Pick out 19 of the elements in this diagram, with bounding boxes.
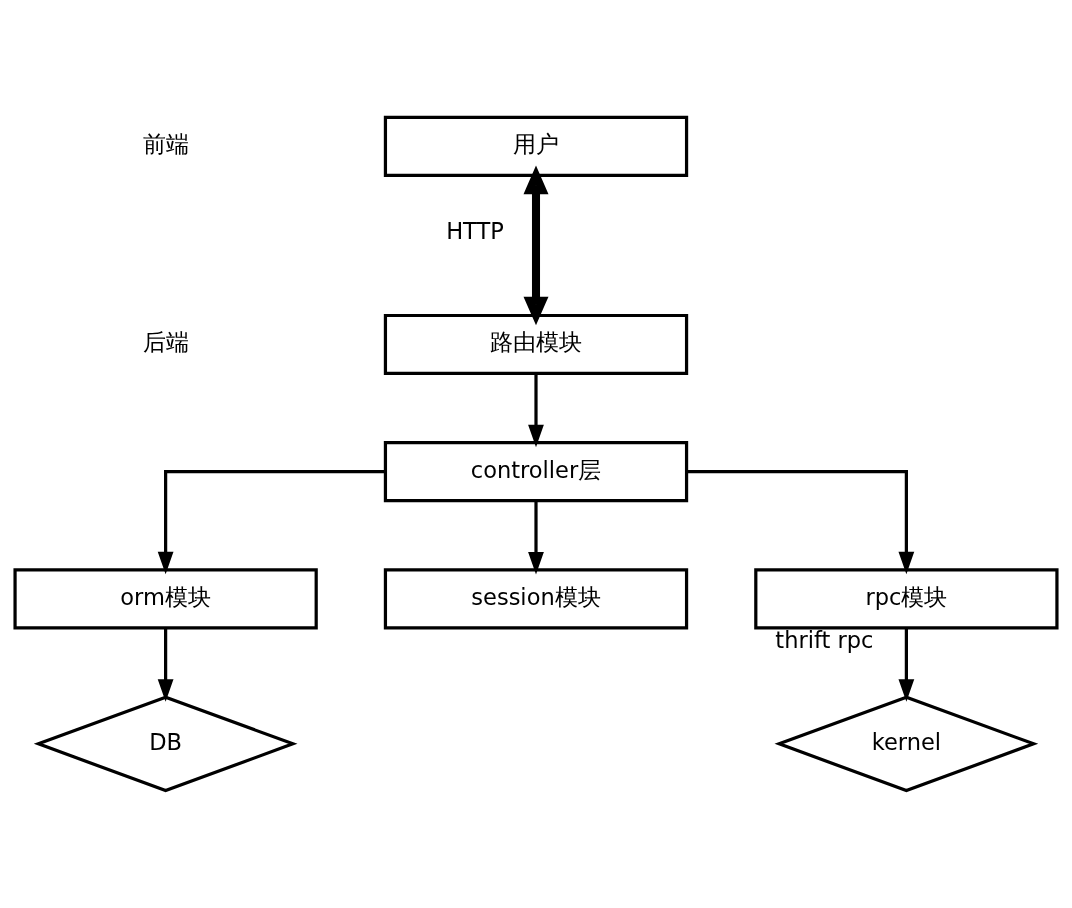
node-box: controller层	[383, 441, 689, 503]
node-box: rpc模块	[754, 568, 1059, 630]
arrow	[157, 628, 174, 702]
arrow	[686, 470, 915, 575]
edge-label: thrift rpc	[775, 627, 874, 654]
arrow	[528, 501, 544, 575]
node-box: 用户	[383, 115, 689, 177]
node-diamond: kernel	[774, 695, 1039, 793]
node-box: 路由模块	[383, 313, 689, 376]
node-box: session模块	[383, 568, 689, 630]
label: 后端	[142, 329, 189, 356]
arrow	[157, 470, 386, 575]
edge-label: HTTP	[446, 218, 504, 245]
label: 前端	[142, 131, 189, 158]
arrow	[528, 374, 544, 448]
node-box: orm模块	[13, 568, 318, 630]
arrow	[898, 628, 915, 702]
arrow	[523, 165, 549, 326]
node-diamond: DB	[33, 695, 298, 793]
